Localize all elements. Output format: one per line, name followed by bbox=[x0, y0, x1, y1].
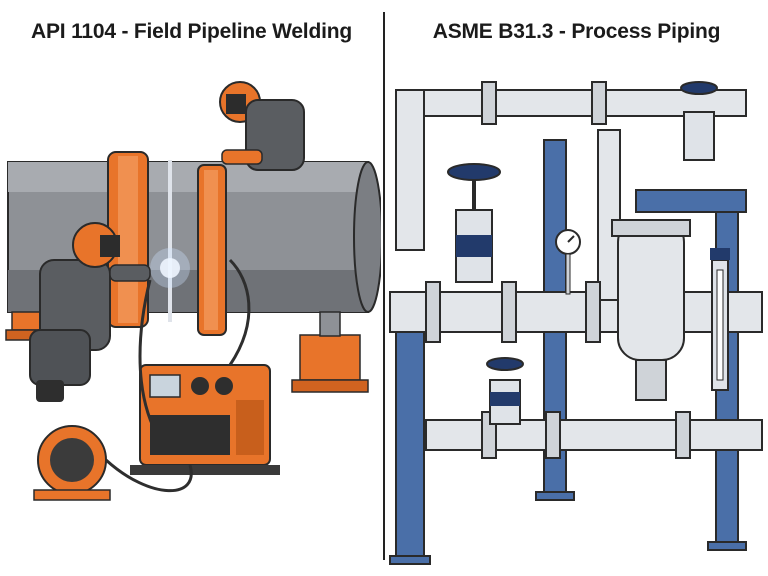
gate-valve bbox=[447, 81, 718, 425]
level-gauge bbox=[710, 248, 730, 391]
strainer-vessel bbox=[611, 219, 691, 401]
process-piping-illustration bbox=[386, 60, 768, 570]
cable-reel bbox=[33, 425, 111, 501]
right-title: ASME B31.3 - Process Piping bbox=[432, 20, 721, 43]
support-stand-right bbox=[291, 311, 369, 393]
welder-figure bbox=[29, 222, 151, 402]
process-piping-svg bbox=[389, 81, 763, 565]
pipe-network bbox=[389, 89, 763, 451]
left-title: API 1104 - Field Pipeline Welding bbox=[31, 20, 352, 43]
pipeline-welding-svg bbox=[5, 81, 381, 501]
welding-cables bbox=[104, 258, 251, 493]
center-divider bbox=[383, 12, 385, 560]
welding-machine bbox=[130, 364, 280, 475]
pipeline-welding-illustration bbox=[0, 60, 381, 570]
helper-figure bbox=[219, 81, 305, 171]
pipe-flanges bbox=[425, 81, 691, 459]
pressure-gauge bbox=[555, 229, 581, 295]
